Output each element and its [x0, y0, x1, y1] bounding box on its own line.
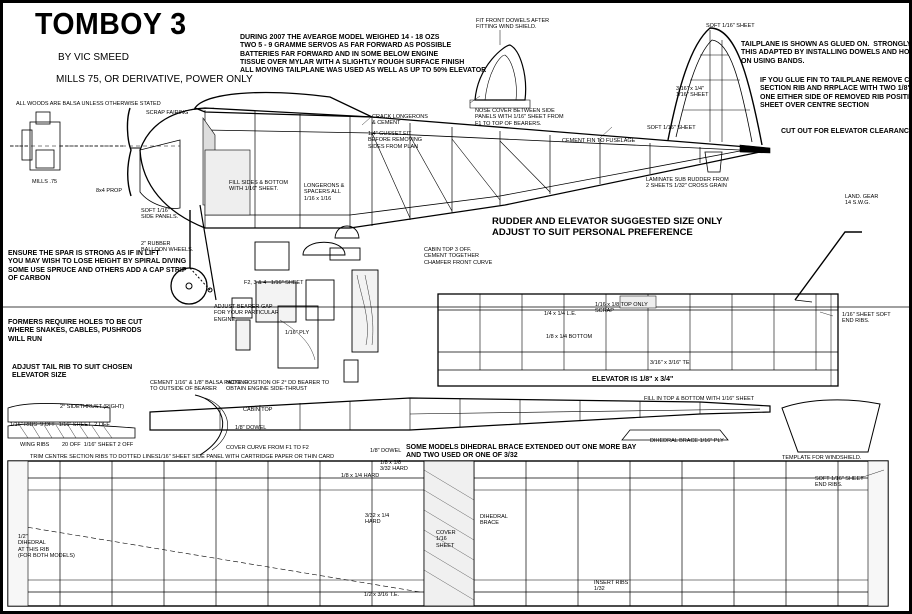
- engine-note: MILLS 75, OR DERIVATIVE, POWER ONLY: [56, 74, 253, 85]
- downthrust-label: NOTE: POSITION OF 2° DD BEARER TO OBTAIN…: [226, 380, 330, 393]
- longerons-label: LONGERONS & SPACERS ALL 1/16 x 1/16: [304, 183, 345, 202]
- cutout-note: CUT OUT FOR ELEVATOR CLEARANCE.: [781, 128, 912, 135]
- engine-drawing: [10, 111, 125, 171]
- insert-ribs-label: INSERT RIBS 1/32: [594, 580, 629, 593]
- nose-cover-label: NOSE COVER BETWEEN SIDE PANELS WITH 1/16…: [475, 108, 564, 127]
- cabin-label: CABIN TOP 3 OFF. CEMENT TOGETHER CHAMFER…: [424, 247, 493, 266]
- le-label: 1/4 x 1/4 L.E.: [544, 311, 577, 317]
- fill-tail-label: FILL IN TOP & BOTTOM WITH 1/16" SHEET: [644, 396, 755, 402]
- fuselage-side-view: [139, 91, 771, 229]
- cover-sheet-label: COVER 1/16 SHEET: [436, 530, 456, 549]
- formers-note: FORMERS REQUIRE HOLES TO BE CUT WHERE SN…: [8, 319, 143, 343]
- adjust-bearer-label: ADJUST BEARER GAP FOR YOUR PARTICULAR EN…: [214, 304, 279, 323]
- mills-label: MILLS .75: [32, 179, 58, 185]
- fill-sides-label: FILL SIDES & BOTTOM WITH 1/16" SHEET.: [229, 180, 288, 193]
- formers-drawing: [231, 225, 379, 383]
- fin-glue-note: IF YOU GLUE FIN TO TAILPLANE REMOVE CENT…: [760, 77, 912, 109]
- tailplane-drawing: [437, 293, 839, 387]
- dihedral-brace2-label: DIHEDRAL BRACE: [480, 514, 508, 527]
- rudder-note: RUDDER AND ELEVATOR SUGGESTED SIZE ONLY …: [492, 216, 723, 239]
- fuselage-top-view: [7, 394, 881, 456]
- sidethrust-label: 2° SIDETHRUST (RIGHT): [60, 404, 125, 410]
- hard-spar3-label: 1/8 x 1/8 3/32 HARD: [380, 460, 408, 473]
- formers-row-label: F2, 3 & 4 1/16" SHEET: [244, 280, 304, 286]
- weights-note: DURING 2007 THE AVEARGE MODEL WEIGHED 14…: [240, 34, 487, 74]
- prop-label: 8x4 PROP: [96, 188, 122, 194]
- top-only-label: 1/16 x 1/8 TOP ONLY SCRAP: [595, 302, 648, 315]
- side-panel-label: 1/16" SHEET SIDE PANEL WITH CARTRIDGE PA…: [158, 454, 335, 460]
- tail-end-ribs-label: 1/16" SHEET SOFT END RIBS.: [842, 312, 891, 325]
- wing-ribs-label: WING RIBS: [20, 442, 50, 448]
- wing-te-label: 1/2 x 3/16 T.E.: [364, 592, 400, 598]
- cowl-front-view: [469, 30, 531, 109]
- wing-plan: [7, 460, 889, 607]
- designer-credit: BY VIC SMEED: [58, 52, 129, 63]
- dihedral-brace-label: DIHEDRAL BRACE 1/16" PLY: [650, 438, 724, 444]
- cabin-top-label: CABIN TOP: [243, 407, 273, 413]
- soft-sheet-label: SOFT 1/16" SIDE PANELS.: [141, 208, 179, 221]
- fin-dims-label: 3/16" x 1/4" 1/16" SHEET: [676, 86, 709, 99]
- fit-dowels-label: FIT FRONT DOWELS AFTER FITTING WIND SHIE…: [476, 18, 550, 31]
- te-label: 3/16" x 3/16" TE: [650, 360, 690, 366]
- dowel2-label: 1/8" DOWEL: [370, 448, 402, 454]
- landing-gear-drawing: [170, 204, 217, 305]
- cover-curve-label: COVER CURVE FROM F1 TO F2: [226, 445, 309, 451]
- ribs-20-label: 20 OFF 1/16" SHEET 2 OFF: [62, 442, 134, 448]
- tail-rib-note: ADJUST TAIL RIB TO SUIT CHOSEN ELEVATOR …: [12, 364, 133, 380]
- dowel-label: 1/8" DOWEL: [235, 425, 267, 431]
- fin-sheet-mid-label: SOFT 1/16" SHEET: [647, 125, 696, 131]
- landing-gear-label: LAND. GEAR 14 S.W.G.: [845, 194, 879, 207]
- dihedral-note: SOME MODELS DIHEDRAL BRACE EXTENDED OUT …: [406, 444, 637, 460]
- gear-wire-drawing: [794, 231, 862, 303]
- balsa-packing-label: CEMENT 1/16" & 1/8" BALSA PACKING TO OUT…: [150, 380, 249, 393]
- crack-longerons-label: CRACK LONGERONS & CEMENT: [372, 114, 428, 127]
- cement-fuselage-label: CEMENT FIN TO FUSELAGE: [562, 138, 636, 144]
- rubber-wheels-label: 2" RUBBER BALLOON WHEELS.: [141, 241, 194, 254]
- gusset-label: 1/4" GUSSET FIT BEFORE REMOVING SIDES FR…: [368, 131, 423, 150]
- bottom-spar-label: 1/8 x 1/4 BOTTOM: [546, 334, 593, 340]
- tailplane-note: TAILPLANE IS SHOWN AS GLUED ON. STRONGLY…: [741, 41, 912, 65]
- scrap-fairing-label: SCRAP FAIRING: [146, 110, 189, 116]
- spar-note: ENSURE THE SPAR IS STRONG AS IF IN LIFT …: [8, 250, 187, 282]
- sub-rudder-label: LAMINATE SUB RUDDER FROM 2 SHEETS 1/32" …: [646, 177, 729, 190]
- hard-spar2-label: 3/32 x 1/4 HARD: [365, 513, 390, 526]
- trim-ribs-label: TRIM CENTRE SECTION RIBS TO DOTTED LINES…: [30, 454, 160, 460]
- windshield-label: TEMPLATE FOR WINDSHIELD.: [782, 455, 862, 461]
- elevator-label: ELEVATOR IS 1/8" x 3/4": [592, 376, 674, 383]
- woods-label: ALL WOODS ARE BALSA UNLESS OTHERWISE STA…: [16, 101, 161, 107]
- dihedral-rib-label: 1/2" DIHEDRAL AT THIS RIB (FOR BOTH MODE…: [18, 534, 75, 559]
- plan-title: TOMBOY 3: [35, 6, 187, 41]
- fin-drawing: [667, 27, 763, 173]
- hard-spar-label: 1/8 x 1/4 HARD: [341, 473, 380, 479]
- ply-label: 1/16" PLY: [285, 330, 310, 336]
- ribs-off-label: 1/16" RIBS 9 OFF 1/16" SHEET 2 OFF: [10, 422, 110, 428]
- propeller-drawing: [126, 107, 140, 197]
- wing-end-ribs-label: SOFT 1/16" SHEET END RIBS.: [815, 476, 864, 489]
- fin-sheet-top-label: SOFT 1/16" SHEET: [706, 23, 755, 29]
